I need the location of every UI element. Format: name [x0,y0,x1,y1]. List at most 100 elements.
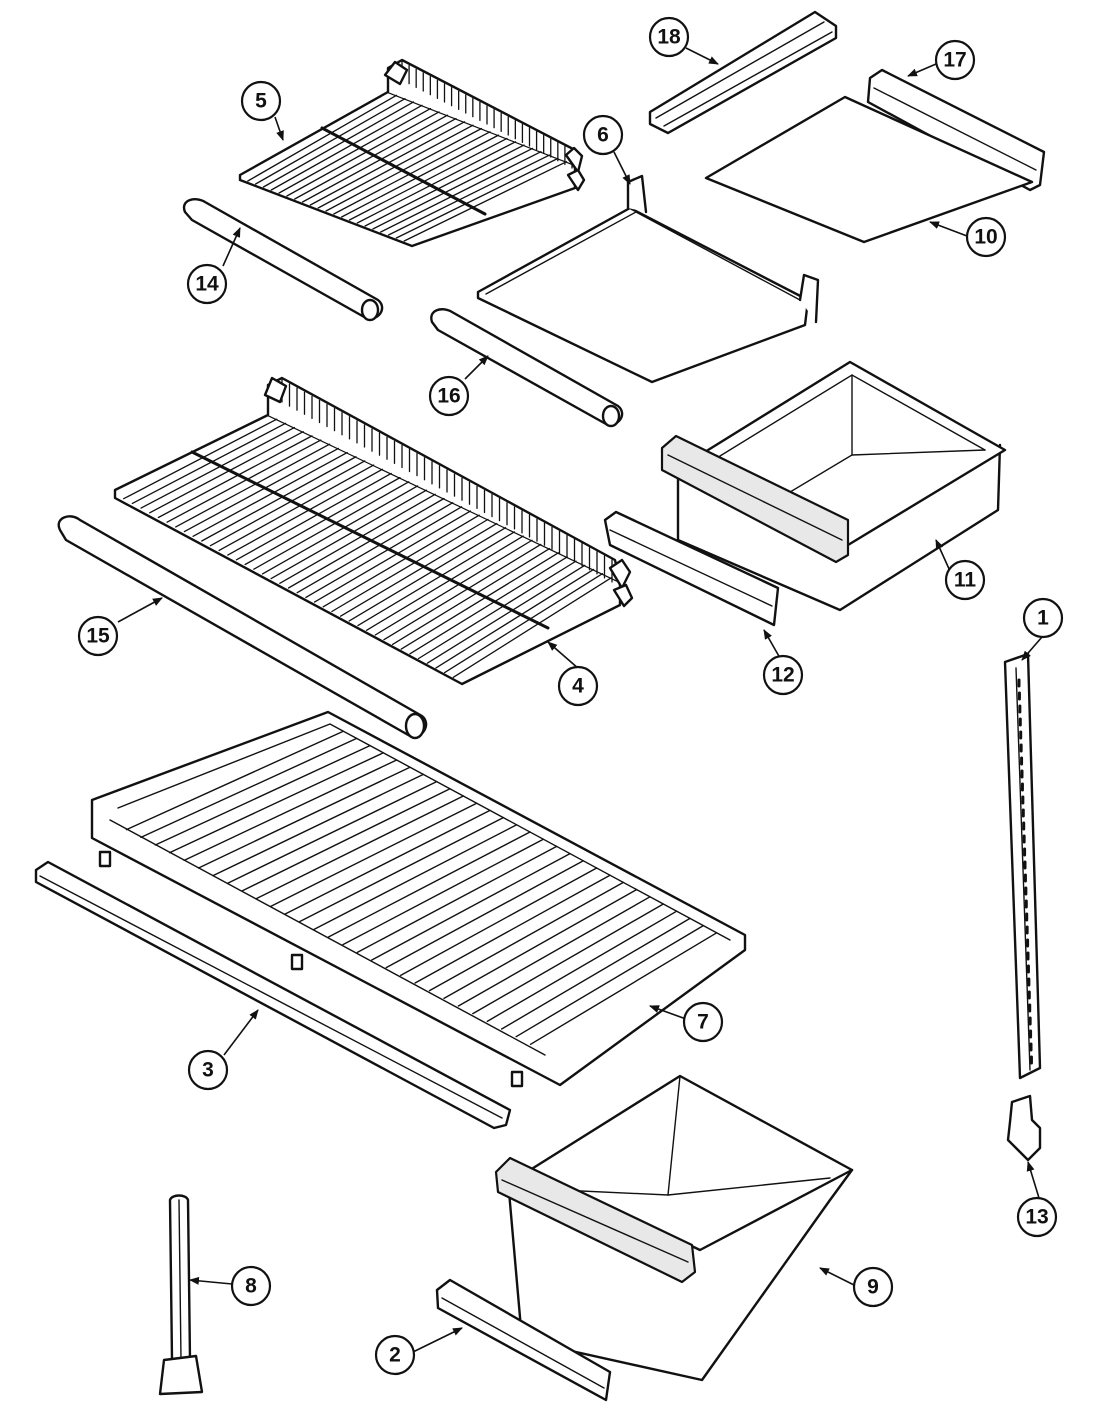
shelf-wire [296,502,454,594]
shelf-wire [270,104,423,191]
shelf-wire [287,497,445,589]
cover-rib [501,917,691,1030]
shelf-wire [340,134,500,218]
cover-rib [255,795,465,900]
callout-4: 4 [557,665,599,707]
shelf-wire [317,124,474,209]
callout-9: 9 [852,1266,894,1308]
shelf-wire [149,431,304,514]
shelf-wire [140,426,296,509]
part-3-trim [34,860,512,1130]
leader-lines [117,47,1043,1353]
callout-2: 2 [374,1334,416,1376]
cover-rib [154,744,371,846]
part-18-trim [648,10,838,135]
part-11-drawer [660,360,1007,612]
shelf-wire [395,157,559,239]
callout-12-label: 12 [771,664,794,687]
shelf-wire [175,443,331,528]
callout-15: 15 [77,615,119,657]
callout-18-label: 18 [657,26,681,49]
part-15-strip [57,515,428,740]
shelf-wire [166,439,322,523]
callout-11-label: 11 [954,569,977,592]
callout-16: 16 [428,375,470,417]
shelf-wire [417,560,577,660]
callout-12: 12 [762,654,804,696]
callout-3: 3 [187,1049,229,1091]
callout-2-label: 2 [389,1344,401,1367]
shelf-wire [278,107,432,194]
cover-rib [169,752,385,854]
shelf-wire [286,111,440,197]
callout-6: 6 [582,114,624,156]
shelf-wire [244,476,401,566]
shelf-wire [227,468,384,556]
shelf-wire [443,573,604,674]
shelf-wire [435,568,595,669]
cover-rib [226,780,438,885]
shelf-wire [348,137,508,221]
part-7-shelf [90,710,747,1088]
shelf-wire [391,547,551,646]
cover-rib [140,737,358,839]
callout-15-label: 15 [86,625,110,648]
shelf-wire [294,114,449,200]
part-13-clip [1006,1094,1042,1162]
callout-16-label: 16 [437,385,460,408]
shelf-wire [372,147,534,230]
shelf-wire [331,518,489,613]
callout-5: 5 [240,80,282,122]
cover-rib [183,759,398,862]
shelf-wire [301,117,457,203]
shelf-wire [380,151,542,233]
callout-1-label: 1 [1037,607,1049,630]
part-16-strip [430,308,624,428]
shelf-wire [365,535,524,631]
part-17-trim [866,68,1046,192]
cover-rib [241,788,451,892]
shelf-wire [209,460,366,547]
shelf-wire [305,506,463,599]
cover-rib [342,838,545,946]
callout-14-label: 14 [195,273,219,296]
cover-rib [529,932,718,1046]
callout-14: 14 [186,263,228,305]
shelf-wire [253,481,410,570]
callout-8: 8 [230,1265,272,1307]
cover-rib [371,852,571,961]
callout-10: 10 [965,216,1007,258]
part-12-trim [603,510,780,627]
callout-3-label: 3 [202,1059,214,1082]
shelf-wire [387,154,551,236]
callout-7: 7 [682,1001,724,1043]
callout-4-label: 4 [572,675,584,698]
callout-1: 1 [1022,597,1064,639]
shelf-wire [131,422,287,505]
callout-9-label: 9 [867,1276,879,1299]
shelf-wire [356,141,517,224]
shelf-wire [322,514,480,608]
part-8-post [158,1194,204,1396]
cover-rib [270,802,478,908]
cover-rib [428,881,625,992]
shelf-wire [270,489,428,580]
shelf-wire [339,522,498,617]
shelf-wire [426,564,586,664]
shelf-wire [333,131,491,215]
cover-rib [212,773,425,877]
callout-11: 11 [944,559,986,601]
callout-7-label: 7 [697,1011,709,1034]
part-9-drawer [494,1074,854,1382]
part-4-wire-shelf [113,376,634,686]
callout-5-label: 5 [255,90,267,113]
cover-rib [313,824,518,931]
part-6-shelf-frame [476,174,820,384]
shelf-wire [254,97,406,185]
shelf-wire [452,577,612,678]
cover-rib [125,730,345,831]
part-5-wire-shelf [238,58,586,248]
shelf-wire [309,121,466,206]
callout-8-label: 8 [245,1275,257,1298]
